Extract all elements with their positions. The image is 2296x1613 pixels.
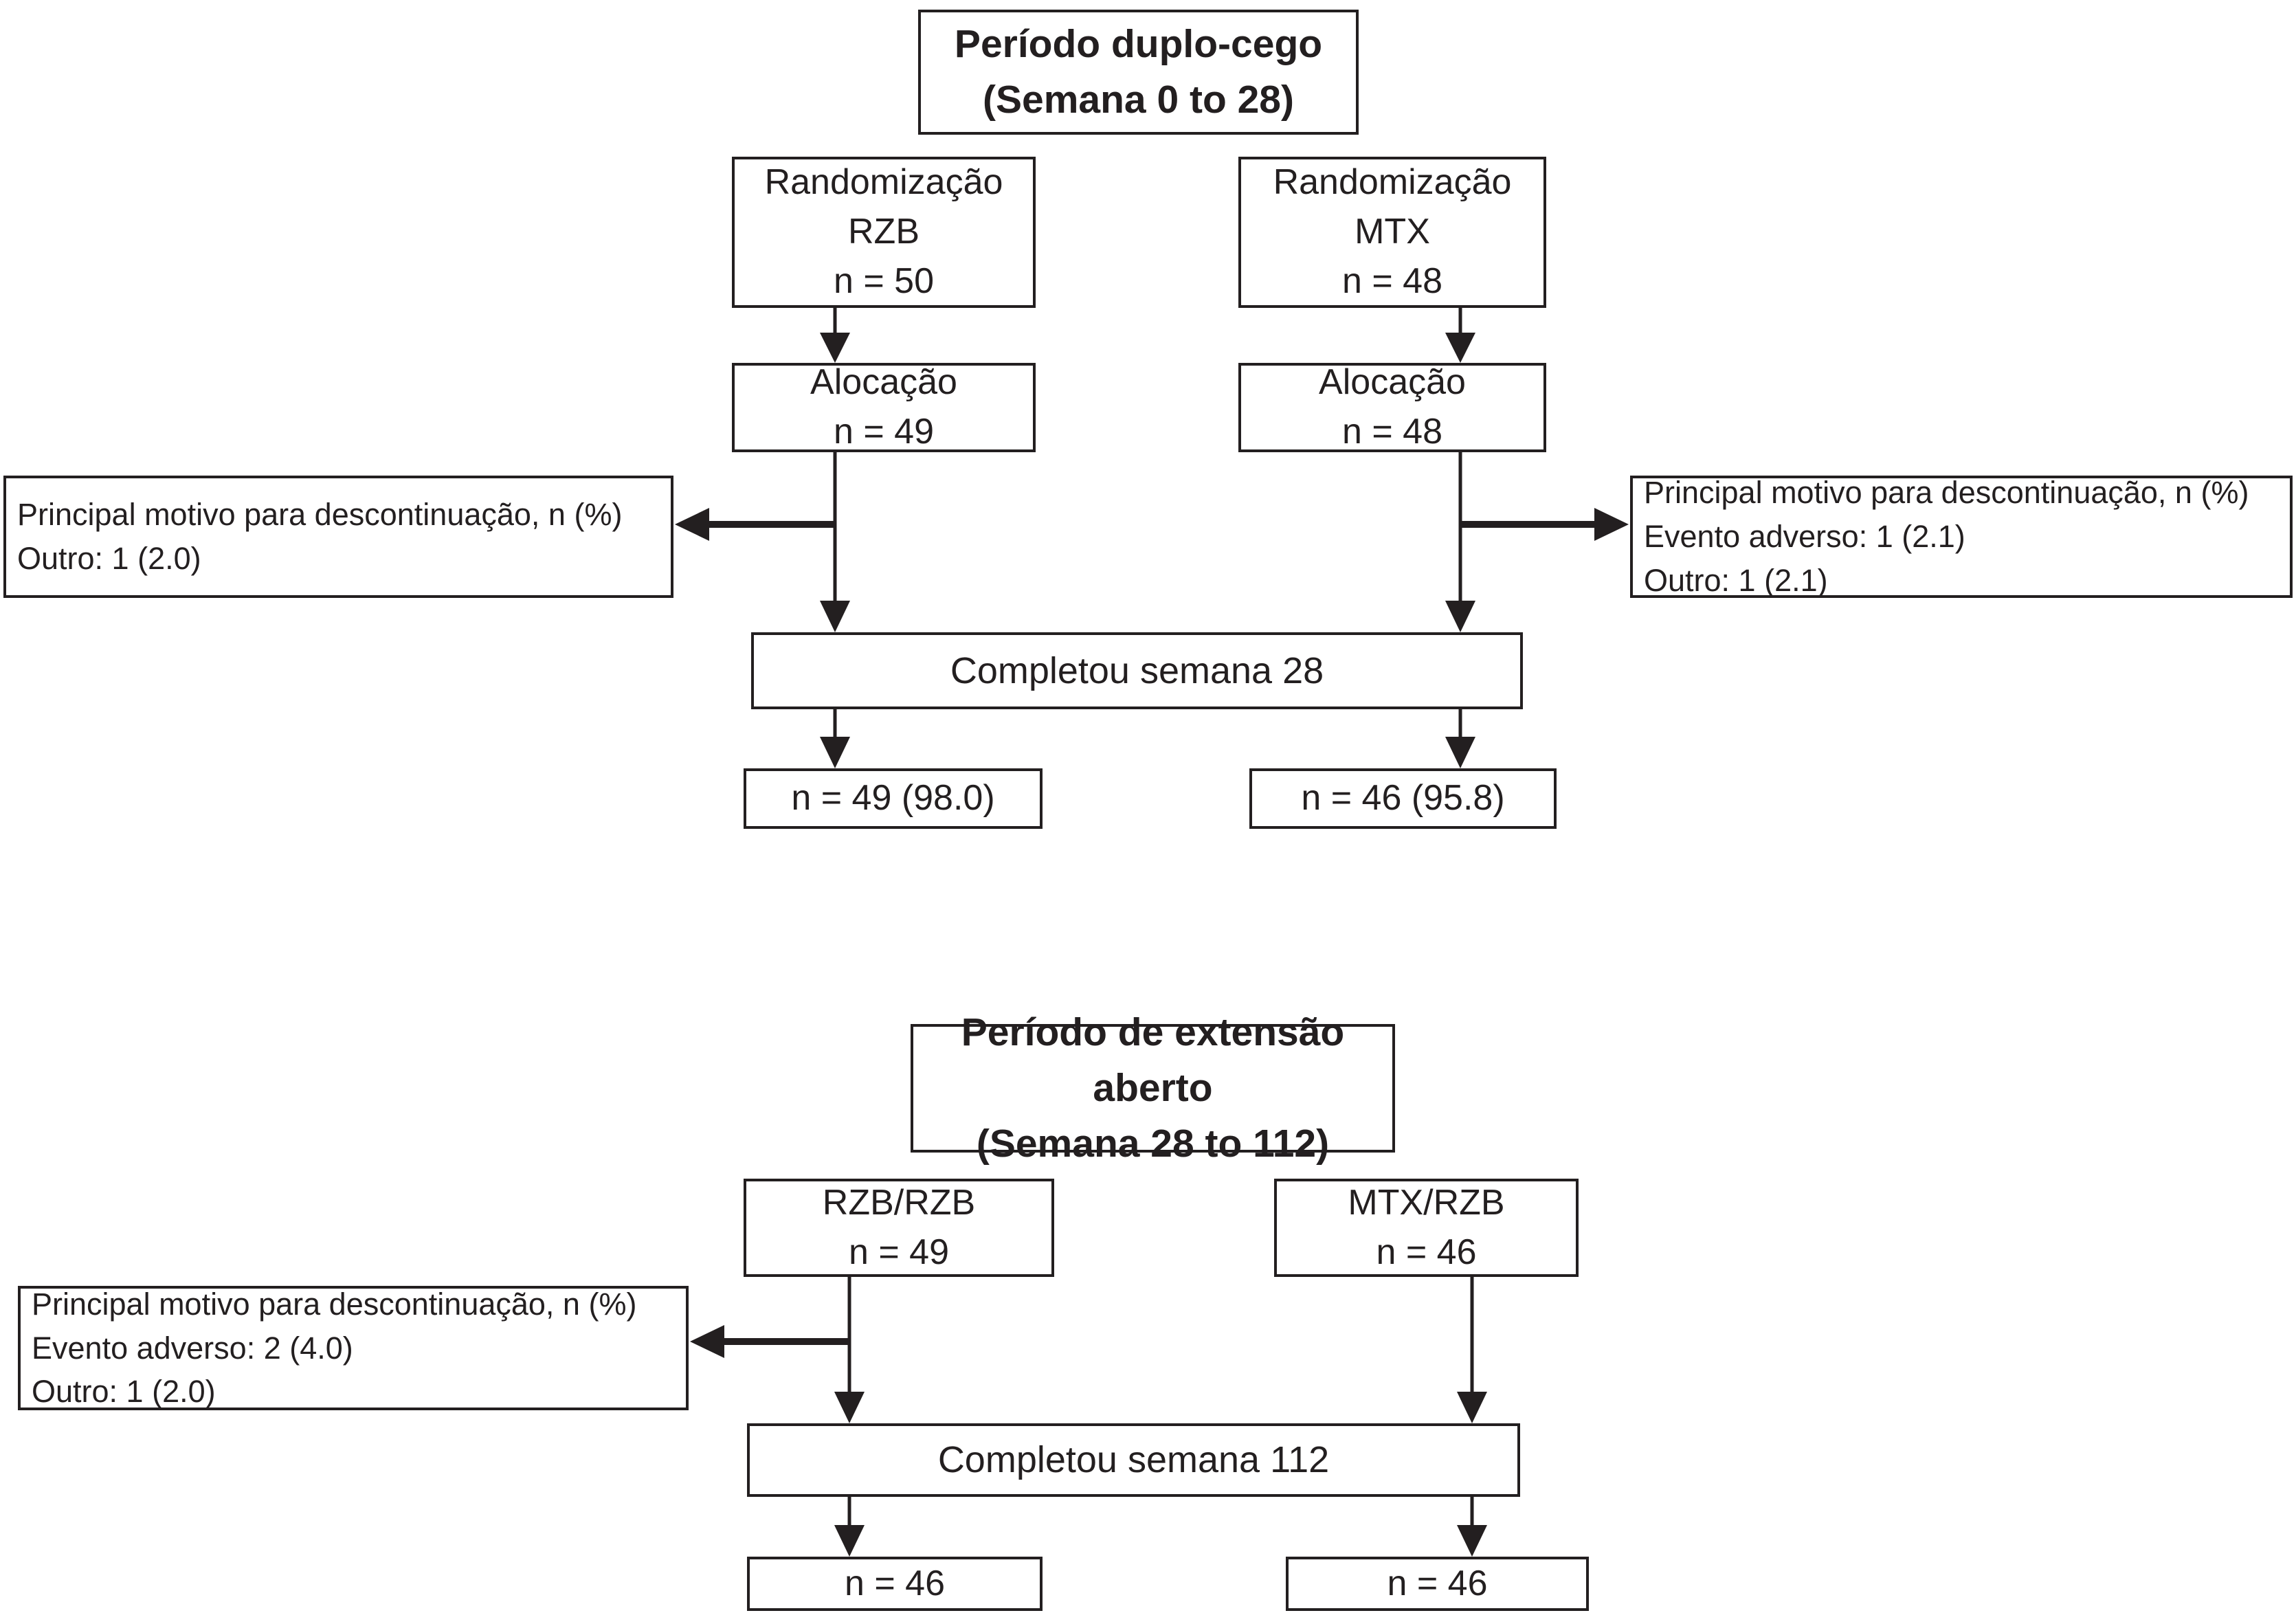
box-discontinuation-mtx-period1: Principal motivo para descontinuação, n … [1630,475,2293,598]
arrow-rand-rzb-to-aloc [820,308,850,363]
period-open-label-line-1: Período de extensão aberto [961,1010,1345,1111]
arrow-aloc-rzb-to-completed28 [820,452,850,632]
disc-mtx-p1-line-3: Outro: 1 (2.1) [1644,562,1828,598]
randomization-mtx-line-1: Randomização [1273,162,1512,203]
arrow-completed112-to-result-left [834,1497,865,1557]
disc-rzb-p1-line-1: Principal motivo para descontinuação, n … [17,497,623,533]
disc-rzbrzb-p2-line-2: Evento adverso: 2 (4.0) [32,1330,353,1366]
box-result-mtxrzb-week112: n = 46 [1286,1557,1589,1611]
randomization-rzb-line-2: RZB [848,212,919,252]
arrow-completed28-to-result-right [1445,709,1475,768]
randomization-mtx-line-3: n = 48 [1341,260,1443,301]
period-open-label-line-2: (Semana 28 to 112) [976,1121,1330,1166]
box-arm-rzb-rzb: RZB/RZB n = 49 [744,1179,1054,1277]
arrow-branch-to-disc-left-2 [690,1325,851,1358]
allocation-rzb-line-2: n = 49 [833,412,935,452]
arm-mtx-rzb-line-2: n = 46 [1376,1232,1477,1272]
disc-rzbrzb-p2-line-1: Principal motivo para descontinuação, n … [32,1286,637,1322]
result-rzb-week28-label: n = 49 (98.0) [791,778,995,819]
completed-week-112-label: Completou semana 112 [937,1439,1330,1481]
arrow-completed112-to-result-right [1457,1497,1487,1557]
arm-mtx-rzb-line-1: MTX/RZB [1348,1182,1505,1223]
result-rzbrzb-week112-label: n = 46 [844,1563,946,1603]
arrow-branch-to-disc-right-1 [1459,508,1629,541]
box-allocation-mtx: Alocação n = 48 [1238,362,1546,452]
arm-rzb-rzb-line-1: RZB/RZB [822,1182,976,1223]
randomization-rzb-line-1: Randomização [764,162,1003,203]
completed-week-28-label: Completou semana 28 [950,649,1324,691]
box-period-double-blind: Período duplo-cego (Semana 0 to 28) [918,10,1359,135]
box-period-open-label-extension: Período de extensão aberto (Semana 28 to… [911,1010,1395,1166]
box-result-rzbrzb-week112: n = 46 [747,1557,1043,1611]
box-discontinuation-rzbrzb-period2: Principal motivo para descontinuação, n … [18,1286,689,1410]
arrow-branch-to-disc-left-1 [675,508,836,541]
disc-rzbrzb-p2-line-3: Outro: 1 (2.0) [32,1374,216,1410]
randomization-mtx-line-2: MTX [1355,212,1430,252]
disc-mtx-p1-line-1: Principal motivo para descontinuação, n … [1644,475,2249,511]
box-randomization-mtx: Randomização MTX n = 48 [1238,157,1546,308]
box-randomization-rzb: Randomização RZB n = 50 [732,157,1036,308]
result-mtxrzb-week112-label: n = 46 [1387,1563,1488,1603]
arm-rzb-rzb-line-2: n = 49 [848,1232,950,1272]
period-double-blind-line-1: Período duplo-cego [954,22,1323,67]
arrow-rand-mtx-to-aloc [1445,308,1475,363]
allocation-rzb-line-1: Alocação [810,362,957,403]
box-allocation-rzb: Alocação n = 49 [732,362,1036,452]
period-double-blind-line-2: (Semana 0 to 28) [983,78,1294,122]
arrow-completed28-to-result-left [820,709,850,768]
allocation-mtx-line-1: Alocação [1319,362,1466,403]
arrow-mtxrzb-to-completed112 [1457,1277,1487,1423]
disc-mtx-p1-line-2: Evento adverso: 1 (2.1) [1644,519,1965,555]
allocation-mtx-line-2: n = 48 [1341,412,1443,452]
arrow-rzbrzb-to-completed112 [834,1277,865,1423]
arrow-aloc-mtx-to-completed28 [1445,452,1475,632]
box-result-rzb-week28: n = 49 (98.0) [744,768,1043,829]
box-arm-mtx-rzb: MTX/RZB n = 46 [1274,1179,1579,1277]
randomization-rzb-line-3: n = 50 [833,260,935,301]
box-result-mtx-week28: n = 46 (95.8) [1249,768,1557,829]
box-discontinuation-rzb-period1: Principal motivo para descontinuação, n … [3,476,673,598]
box-completed-week-28: Completou semana 28 [751,632,1523,709]
box-completed-week-112: Completou semana 112 [747,1423,1520,1497]
disc-rzb-p1-line-2: Outro: 1 (2.0) [17,541,201,576]
result-mtx-week28-label: n = 46 (95.8) [1301,778,1505,819]
